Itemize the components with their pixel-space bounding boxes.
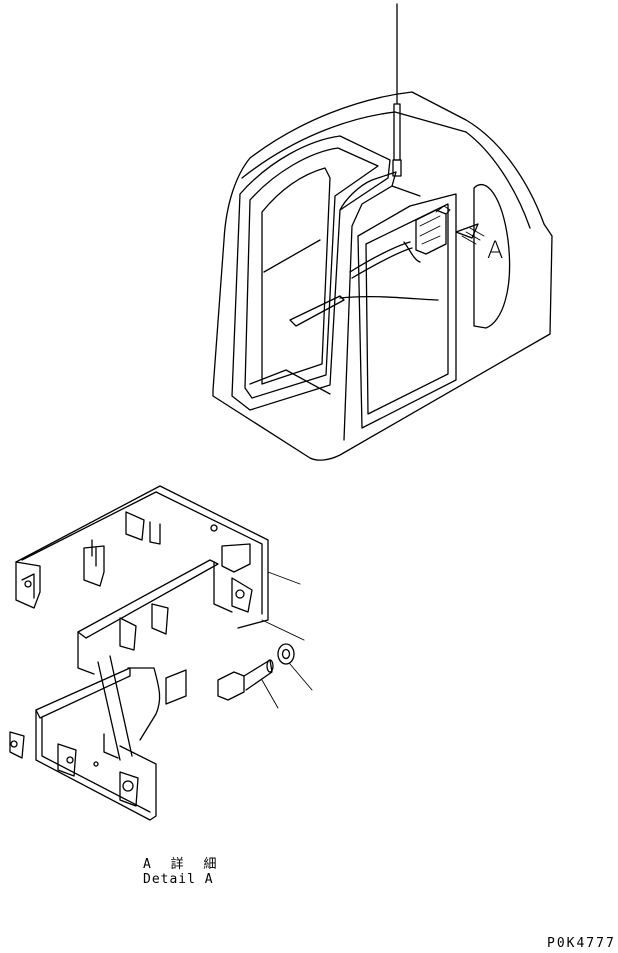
monitor-bracket — [415, 205, 451, 255]
washer — [277, 643, 295, 665]
cab-assembly — [212, 3, 553, 461]
right-panel — [473, 183, 511, 329]
detail-caption-japanese: A 詳 細 — [143, 857, 223, 872]
leader-lines — [261, 571, 313, 709]
drawing-number: P0K4777 — [547, 936, 616, 951]
view-label: A — [487, 236, 504, 264]
bolt — [217, 659, 274, 701]
front-window-frame — [231, 135, 391, 411]
bracket-assembly — [9, 485, 269, 821]
door-pillar — [339, 171, 397, 441]
detail-caption-english: Detail A — [143, 872, 214, 887]
side-window — [357, 193, 457, 429]
detail-arrow — [455, 223, 485, 245]
cab-shell — [212, 91, 553, 461]
antenna — [392, 3, 402, 177]
